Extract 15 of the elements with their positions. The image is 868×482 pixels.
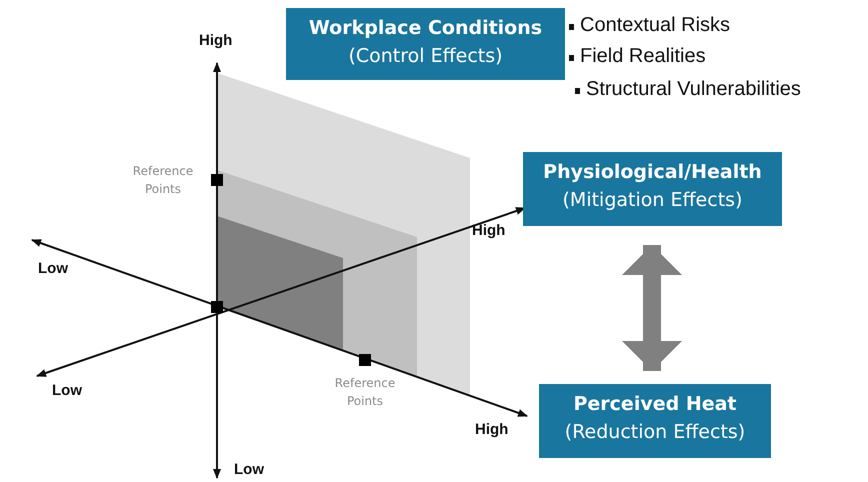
reference-label: Reference Points xyxy=(334,375,396,410)
axis-label: Low xyxy=(234,461,264,478)
double-arrow xyxy=(622,245,682,371)
bullet-item: Field Realities xyxy=(580,45,706,68)
bullet-item: Contextual Risks xyxy=(580,14,730,37)
axis-label: High xyxy=(472,222,506,239)
axis-label: High xyxy=(475,421,508,438)
bullet-item: Structural Vulnerabilities xyxy=(586,78,801,101)
axis-label: High xyxy=(199,32,232,49)
axis-label: Low xyxy=(38,260,68,277)
axis-label: Low xyxy=(52,382,82,399)
category-box: Perceived Heat (Reduction Effects) xyxy=(539,384,771,458)
category-box: Physiological/Health (Mitigation Effects) xyxy=(523,152,782,226)
category-box: Workplace Conditions (Control Effects) xyxy=(286,8,565,80)
reference-label: Reference Points xyxy=(132,163,194,198)
